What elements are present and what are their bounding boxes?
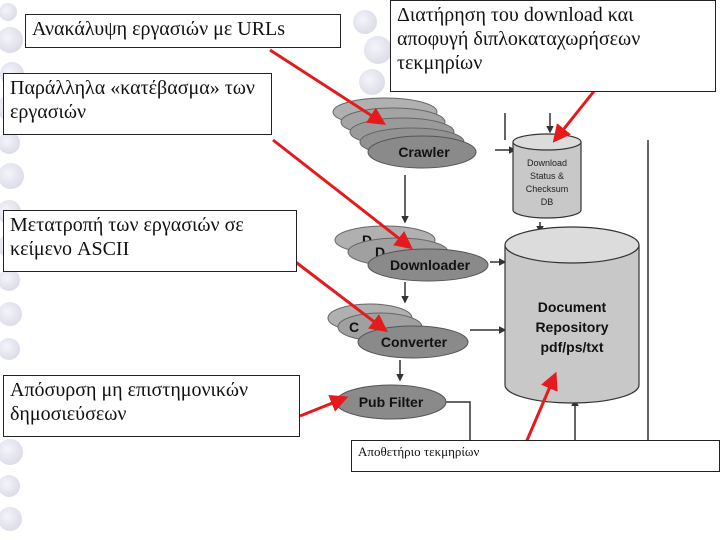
callout-download-parallel: Παράλληλα «κατέβασμα» των εργασιών — [3, 73, 272, 135]
callout-filter: Απόσυρση μη επιστημονικών δημοσιεύσεων — [3, 375, 300, 437]
status-db-line-4: DB — [541, 197, 554, 207]
status-db-line-3: Checksum — [526, 184, 569, 194]
repository-line-2: Repository — [535, 319, 608, 335]
document-repository-cylinder: Document Repository pdf/ps/txt — [504, 226, 640, 404]
pipeline-connectors — [396, 113, 649, 440]
downloader-stack-letter-2: D — [375, 244, 385, 260]
pub-filter-label: Pub Filter — [359, 394, 424, 410]
crawler-label: Crawler — [398, 144, 450, 160]
callout-maintain: Διατήρηση του download και αποφυγή διπλο… — [390, 0, 716, 92]
callout-discover: Ανακάλυψη εργασιών με URLs — [25, 14, 341, 48]
arrow-filter — [299, 394, 349, 418]
downloader-stack-letter-1: D — [362, 232, 372, 248]
downloader-node: D D Downloader — [334, 225, 489, 282]
status-db-cylinder: Download Status & Checksum DB — [512, 133, 582, 219]
arrow-convert — [292, 258, 388, 333]
callout-repository: Αποθετήριο τεκμηρίων — [351, 440, 720, 472]
arrow-maintain — [552, 89, 597, 143]
annotation-arrows — [269, 48, 597, 446]
arrow-download-parallel — [272, 138, 413, 250]
arrow-repository — [523, 371, 558, 446]
pub-filter-node: Pub Filter — [335, 384, 447, 420]
repository-line-1: Document — [538, 299, 607, 315]
repository-line-3: pdf/ps/txt — [541, 339, 604, 355]
converter-label: Converter — [381, 334, 448, 350]
downloader-label: Downloader — [390, 257, 471, 273]
converter-stack-letter: C — [349, 319, 359, 335]
status-db-line-2: Status & — [530, 171, 564, 181]
arrow-discover — [269, 48, 387, 125]
status-db-line-1: Download — [527, 158, 567, 168]
crawler-node: Crawler — [332, 97, 477, 169]
callout-convert: Μετατροπή των εργασιών σε κείμενο ASCII — [3, 210, 297, 272]
converter-node: C Converter — [327, 303, 469, 359]
